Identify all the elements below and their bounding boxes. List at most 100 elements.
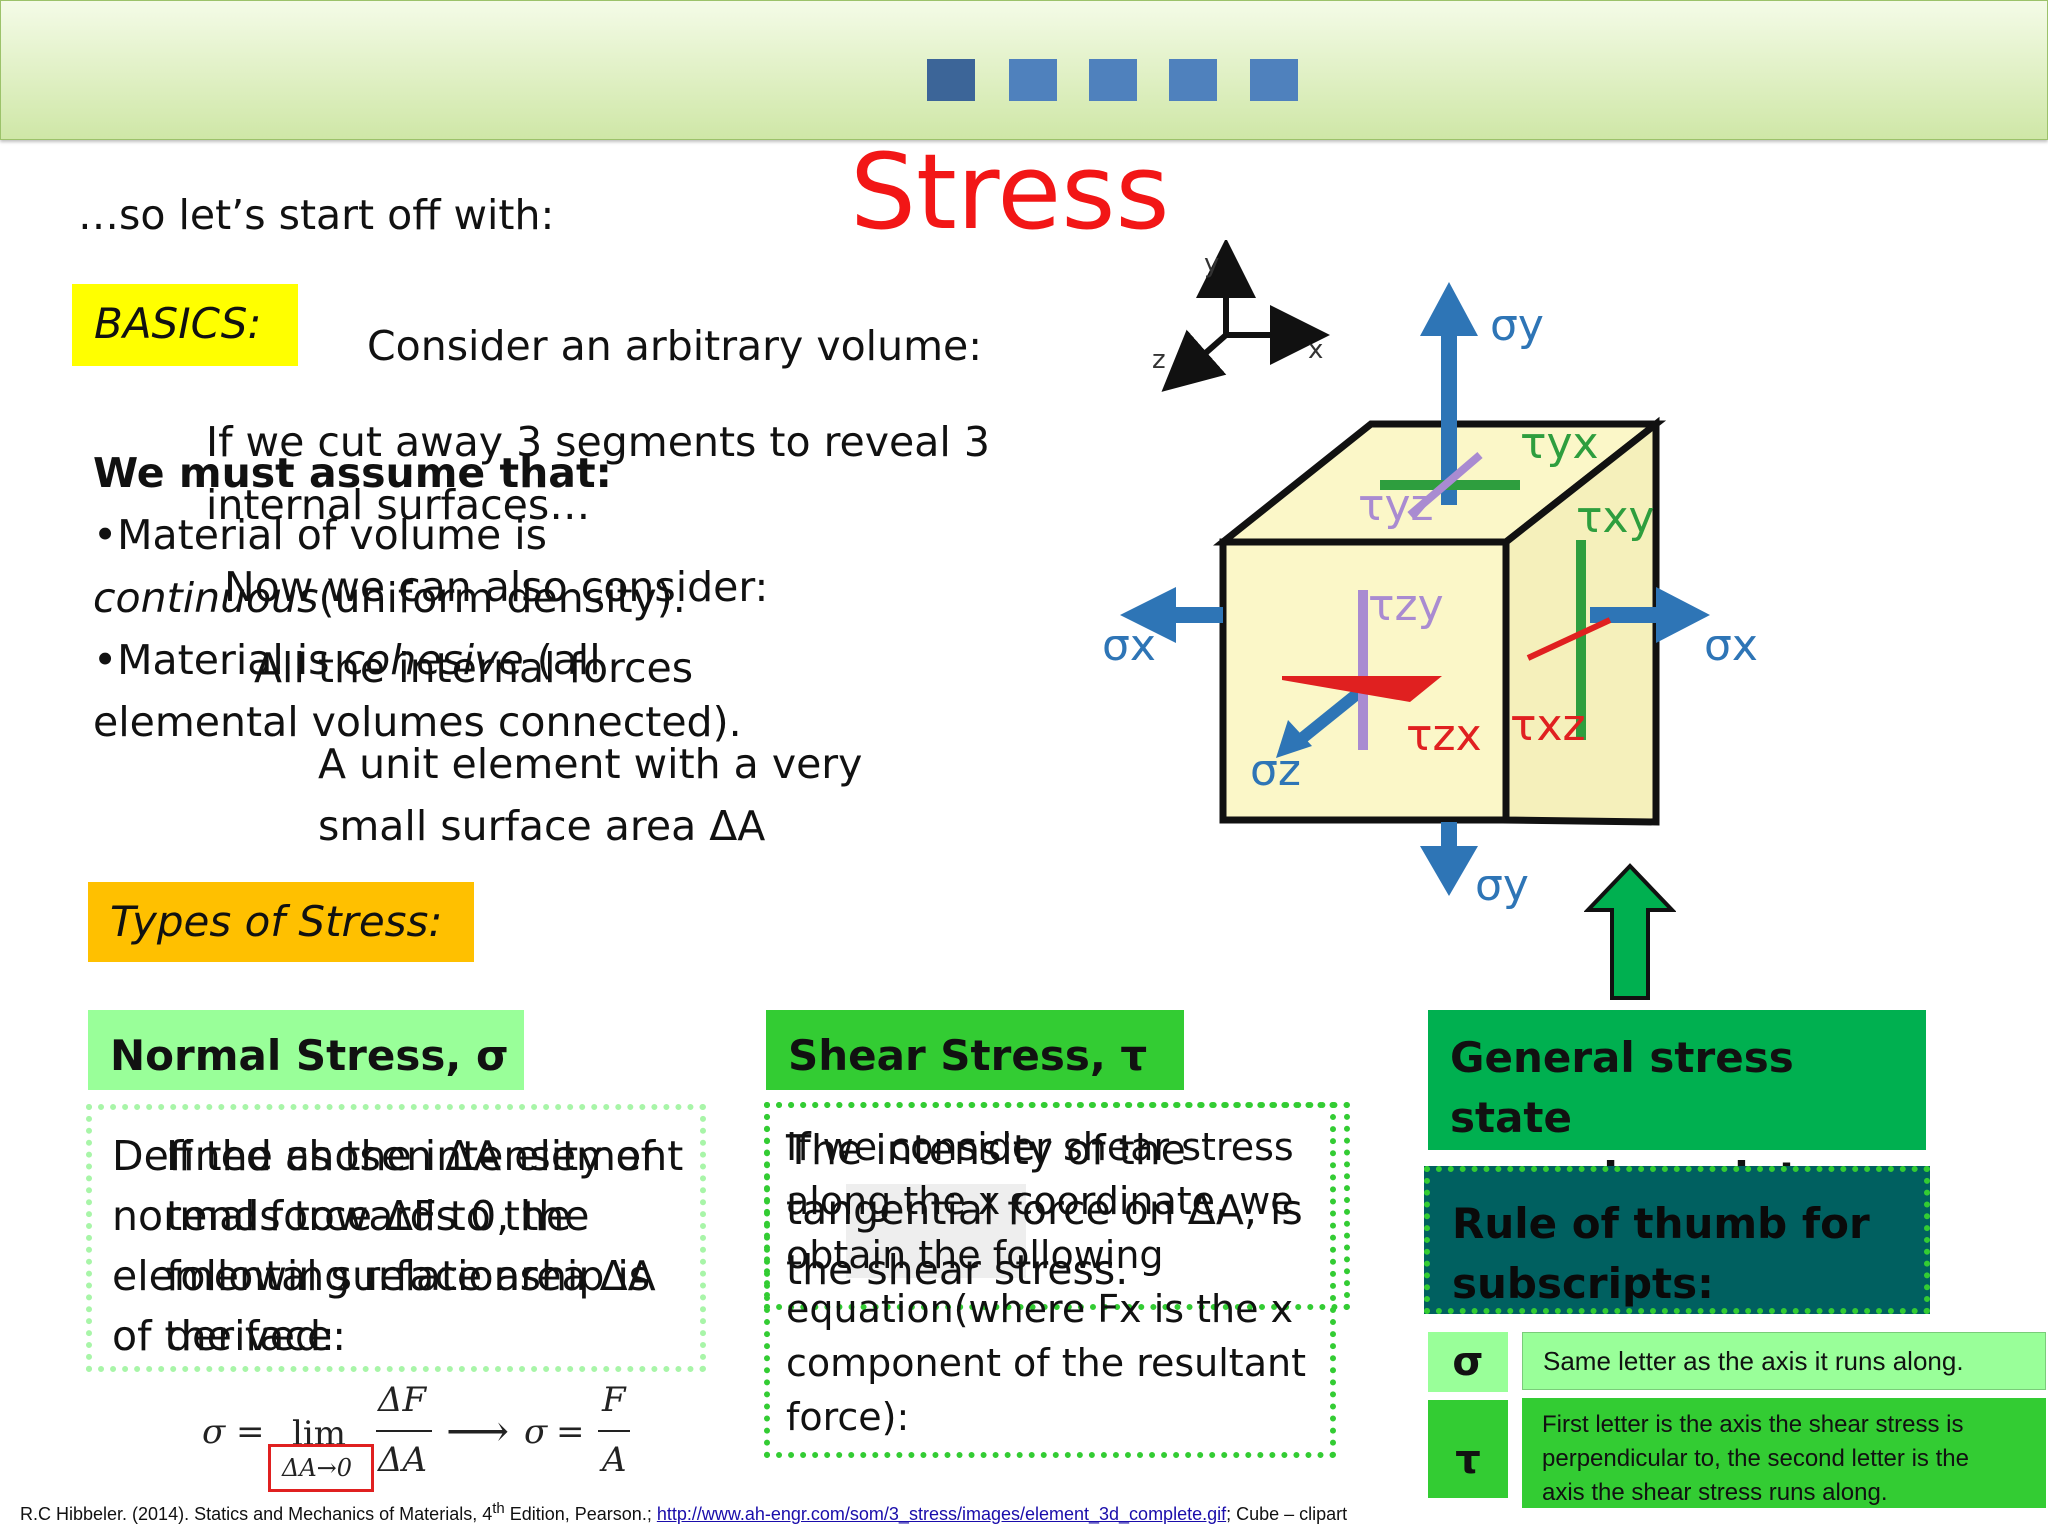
- sigma-y-bottom-head: [1420, 846, 1478, 896]
- continuous-word: continuous: [93, 574, 319, 622]
- shear-b-line: equation(where Fx is the x: [786, 1287, 1294, 1331]
- tau-yx-label: τyx: [1520, 418, 1599, 469]
- rule-thumb-line-1: Rule of thumb for: [1452, 1199, 1870, 1248]
- shear-stress-header: Shear Stress, τ: [766, 1010, 1184, 1090]
- citation-text-2: Edition, Pearson.;: [504, 1504, 657, 1524]
- citation-link[interactable]: http://www.ah-engr.com/som/3_stress/imag…: [656, 1504, 1227, 1524]
- up-arrow-icon: [1584, 863, 1676, 1000]
- top-banner: [0, 0, 2048, 140]
- sigma-x-right-label: σx: [1704, 620, 1758, 671]
- normal-stress-box: Defined as the intensity of normal force…: [86, 1104, 706, 1372]
- unit-element-line-2: small surface area ΔA: [318, 802, 766, 850]
- normal-b-line: following relationship is: [166, 1252, 651, 1300]
- assume-line-3-b: (all: [523, 636, 601, 684]
- sigma-y-top-head: [1420, 282, 1478, 336]
- shear-a-line: the shear stress.: [786, 1246, 1129, 1294]
- eq-rhs-numerator: F: [602, 1380, 626, 1420]
- shear-b-line: component of the resultant: [786, 1341, 1306, 1385]
- sigma-y-top-label: σy: [1490, 300, 1544, 351]
- sigma-y-bottom-label: σy: [1475, 860, 1529, 911]
- axis-z-label: z: [1152, 345, 1166, 375]
- sigma-x-right-head: [1656, 587, 1710, 643]
- normal-b-line: If the chosen ΔA element: [166, 1132, 684, 1180]
- nav-square-5[interactable]: [1250, 59, 1298, 101]
- eq-rhs-denominator: A: [602, 1440, 627, 1480]
- cube-labels: σy σy σx σx σz τyx τyz τxy τzy τzx τxz: [1102, 300, 1758, 911]
- cut-line-2: internal surfaces…: [206, 481, 591, 529]
- shear-a-line: tangential force on ΔA, is: [786, 1186, 1303, 1234]
- tau-zy-label: τzy: [1368, 580, 1444, 631]
- tau-yz-arrow: [1407, 451, 1483, 519]
- shear-layer-a: The intensity of the tangential force on…: [786, 1120, 1303, 1300]
- normal-a-line: of the face:: [112, 1312, 347, 1360]
- sigma-x-left-label: σx: [1102, 620, 1156, 671]
- nav-square-1[interactable]: [927, 59, 975, 101]
- eq-rhs-bar: [598, 1430, 630, 1432]
- assume-line-3: •Material is cohesive (all: [93, 630, 601, 690]
- assume-line-2: continuous(uniform density).: [93, 568, 686, 628]
- shear-layer-b: If we consider shear stress along the x …: [786, 1120, 1306, 1444]
- rule-tau-line: First letter is the axis the shear stres…: [1542, 1411, 1964, 1438]
- nav-square-2[interactable]: [1009, 59, 1057, 101]
- axis-triad: y x z: [1152, 240, 1330, 392]
- eq-numerator: ΔF: [378, 1380, 427, 1420]
- normal-b-line: tends towards 0, the: [166, 1192, 590, 1240]
- assume-line-2-rest: (uniform density).: [318, 574, 686, 622]
- rule-thumb-line-2: subscripts:: [1452, 1259, 1714, 1308]
- eq-rhs-sigma: σ: [524, 1412, 548, 1452]
- eq-limit-sub: ΔA→0: [282, 1454, 353, 1482]
- consider-volume-text: Consider an arbitrary volume:: [367, 322, 983, 370]
- normal-stress-arrows: [1120, 282, 1710, 896]
- types-of-stress-label: Types of Stress:: [88, 882, 474, 962]
- normal-a-line: Defined as the intensity of: [112, 1132, 656, 1180]
- rule-text-tau: First letter is the axis the shear stres…: [1522, 1398, 2046, 1508]
- nav-square-3[interactable]: [1089, 59, 1137, 101]
- eq-arrow: ⟶: [446, 1406, 510, 1457]
- nav-square-4[interactable]: [1169, 59, 1217, 101]
- eq-denominator: ΔA: [378, 1440, 428, 1480]
- normal-stress-header: Normal Stress, σ: [88, 1010, 524, 1090]
- eq-lim: lim: [292, 1414, 346, 1454]
- shear-equation-image: [846, 1184, 1026, 1278]
- rule-tau-line: axis the shear stress runs along.: [1542, 1479, 1888, 1506]
- slide-title: Stress: [850, 131, 1170, 253]
- citation-text: R.C Hibbeler. (2014). Statics and Mechan…: [20, 1504, 493, 1524]
- sigma-x-left-head: [1120, 587, 1176, 643]
- stress-cube-diagram: y x z σy σy σx σx σz τyx τyz τxy τzy: [1102, 240, 1758, 911]
- rule-symbol-tau: τ: [1428, 1400, 1508, 1498]
- eq-fraction-bar: [376, 1430, 432, 1432]
- rule-text-sigma: Same letter as the axis it runs along.: [1522, 1332, 2046, 1390]
- eq-limit-highlight: [268, 1444, 374, 1492]
- citation-text-3: ; Cube – clipart: [1226, 1504, 1348, 1524]
- normal-a-line: elemental surface area ΔA: [112, 1252, 656, 1300]
- tau-xy-label: τxy: [1576, 492, 1655, 543]
- shear-b-line: obtain the following: [786, 1233, 1164, 1277]
- normal-b-line: derived:: [166, 1312, 335, 1360]
- internal-forces-text: All the internal forces: [254, 644, 694, 692]
- rule-of-thumb-box: Rule of thumb for subscripts:: [1424, 1166, 1930, 1314]
- tau-zx-label: τzx: [1406, 710, 1482, 761]
- eq-rhs-equals: =: [556, 1412, 585, 1452]
- shear-stress-box-b: [764, 1102, 1336, 1458]
- normal-layer-a: Defined as the intensity of normal force…: [112, 1126, 656, 1366]
- tau-xy-arrow: [1576, 540, 1586, 740]
- sigma-z-arrow: [1296, 685, 1366, 745]
- cut-line-1: If we cut away 3 segments to reveal 3: [206, 418, 990, 466]
- rule-sigma-line: Same letter as the axis it runs along.: [1543, 1346, 1964, 1376]
- axis-z-line: [1161, 329, 1228, 392]
- eq-lhs: σ: [202, 1412, 226, 1452]
- eq-equals: =: [236, 1412, 265, 1452]
- general-state-line-1: General stress state: [1450, 1033, 1794, 1142]
- tau-zy-arrow: [1358, 590, 1368, 750]
- tau-yz-label: τyz: [1358, 480, 1434, 531]
- axis-x-label: x: [1308, 335, 1323, 365]
- axis-y-label: y: [1204, 249, 1219, 279]
- shear-b-line: force):: [786, 1395, 910, 1439]
- assume-heading: We must assume that:: [93, 449, 612, 497]
- intro-text: …so let’s start off with:: [78, 191, 555, 239]
- normal-stress-equation: σ = lim ΔA→0 ΔF ΔA ⟶ σ = F A: [200, 1378, 640, 1496]
- sigma-z-label: σz: [1250, 745, 1301, 796]
- citation-sup: th: [492, 1500, 505, 1517]
- basics-label: BASICS:: [72, 284, 298, 366]
- tau-xz-label: τxz: [1510, 700, 1586, 751]
